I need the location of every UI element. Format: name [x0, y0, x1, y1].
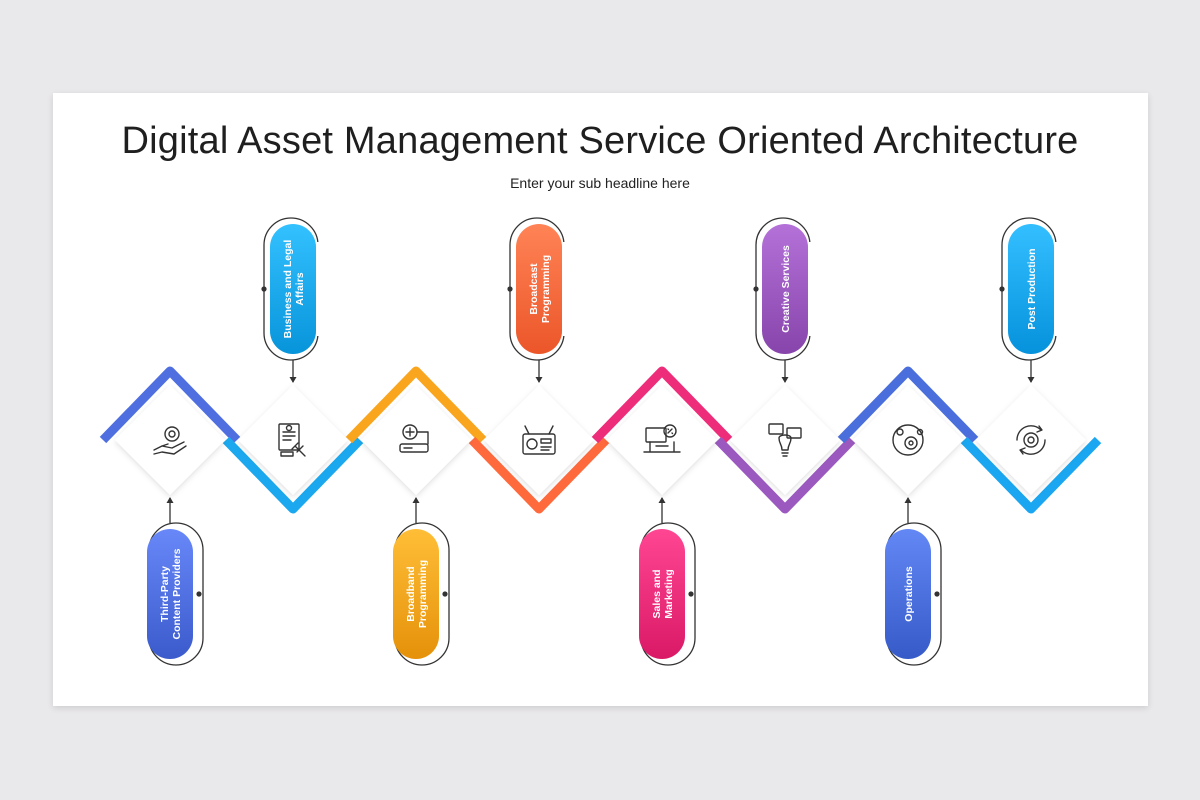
step-pill-2: Business and LegalAffairs: [261, 217, 325, 361]
radio-icon: [522, 425, 556, 455]
pill-dot: [999, 286, 1005, 292]
pill-dot: [442, 591, 448, 597]
page-title: Digital Asset Management Service Oriente…: [121, 120, 1079, 162]
step-diamond-2: [238, 385, 348, 495]
pill-body: [393, 529, 439, 659]
step-pill-5: Sales andMarketing: [630, 522, 696, 666]
zigzag-segment-1: [99, 366, 241, 444]
step-label-5: Sales andMarketing: [651, 569, 675, 619]
connector-arrow-5: [658, 497, 666, 523]
pill-dot: [753, 286, 759, 292]
step-diamond-8: [976, 385, 1086, 495]
connector-arrow-2: [289, 360, 297, 383]
step-label-7: Operations: [903, 566, 915, 622]
step-diamond-4: [484, 385, 594, 495]
zigzag-segment-2: [222, 436, 364, 514]
zigzag-segment-7: [837, 366, 979, 444]
page-subtitle: Enter your sub headline here: [510, 175, 690, 191]
step-label-3: BroadbandProgramming: [405, 560, 429, 628]
connector-arrow-4: [535, 360, 543, 383]
step-pill-4: BroadcastProgramming: [507, 217, 571, 361]
gears-location-icon: [892, 424, 924, 456]
zigzag-segment-3: [345, 366, 487, 444]
step-pill-1: Third-PartyContent Providers: [138, 522, 204, 666]
slide-canvas: [53, 93, 1148, 706]
step-pill-3: BroadbandProgramming: [384, 522, 450, 666]
pill-body: [639, 529, 685, 659]
pill-body: [1008, 224, 1054, 354]
step-label-2: Business and LegalAffairs: [282, 240, 306, 339]
lightbulb-chat-icon: [768, 423, 802, 457]
zigzag-segment-8: [960, 436, 1102, 514]
step-diamond-3: [361, 385, 471, 495]
pill-dot: [507, 286, 513, 292]
connector-arrow-6: [781, 360, 789, 383]
step-label-4: BroadcastProgramming: [528, 255, 552, 323]
zigzag-segment-5: [591, 366, 733, 444]
zigzag-segment-4: [468, 436, 610, 514]
step-pill-6: Creative Services: [753, 217, 817, 361]
zigzag-segment-6: [714, 436, 856, 514]
step-label-8: Post Production: [1026, 248, 1038, 329]
connector-arrow-7: [904, 497, 912, 523]
step-pill-8: Post Production: [999, 217, 1063, 361]
step-diamond-5: [607, 385, 717, 495]
gear-cycle-icon: [1016, 425, 1046, 455]
connector-arrow-3: [412, 497, 420, 523]
pill-body: [885, 529, 931, 659]
step-diamond-7: [853, 385, 963, 495]
router-network-icon: [399, 424, 429, 453]
pill-body: [516, 224, 562, 354]
pill-dot: [261, 286, 267, 292]
step-pill-7: Operations: [876, 522, 942, 666]
step-label-1: Third-PartyContent Providers: [159, 548, 183, 639]
pill-body: [147, 529, 193, 659]
pill-dot: [688, 591, 694, 597]
step-diamond-6: [730, 385, 840, 495]
legal-document-gavel-icon: [278, 423, 306, 457]
hand-gear-icon: [153, 426, 187, 455]
marketing-desk-icon: [643, 424, 681, 453]
step-label-6: Creative Services: [780, 245, 792, 333]
connector-arrow-8: [1027, 360, 1035, 383]
pill-body: [762, 224, 808, 354]
pill-dot: [196, 591, 202, 597]
pill-dot: [934, 591, 940, 597]
pill-body: [270, 224, 316, 354]
step-diamond-1: [115, 385, 225, 495]
connector-arrow-1: [166, 497, 174, 523]
